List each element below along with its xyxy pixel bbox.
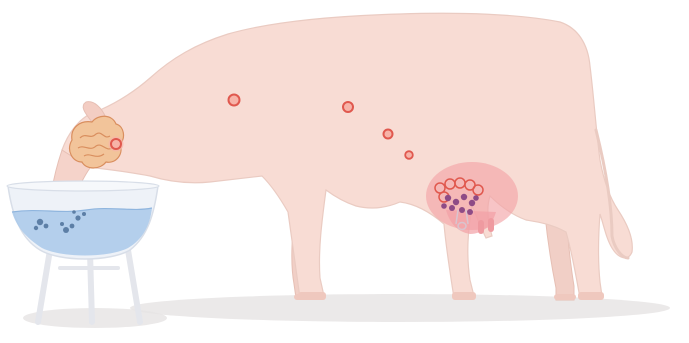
bowl-rim [7, 181, 159, 191]
mammary-gland-icon [426, 162, 518, 234]
water-bowl-icon [7, 181, 159, 322]
back-marker-3 [384, 130, 393, 139]
cow-illustration [52, 13, 632, 300]
back-marker-2 [343, 102, 353, 112]
cow-body [62, 13, 632, 298]
back-marker-4 [405, 151, 413, 159]
back-marker-1 [229, 95, 240, 106]
head-marker [109, 137, 124, 152]
